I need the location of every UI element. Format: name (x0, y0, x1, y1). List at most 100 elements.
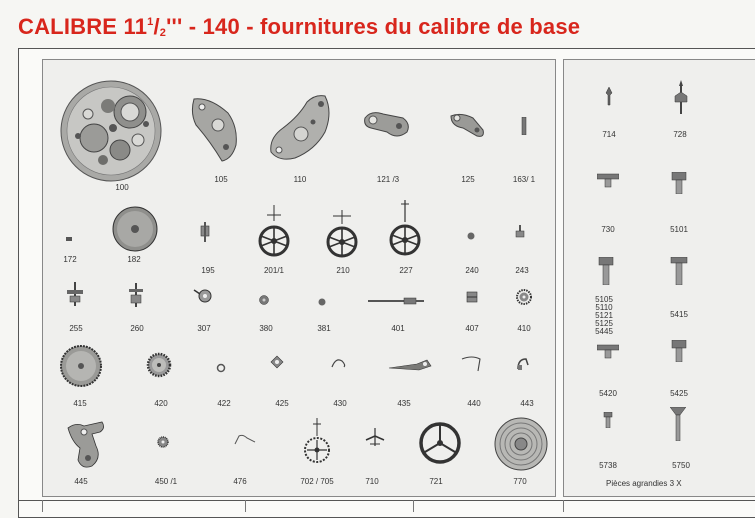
wheel-icon (325, 210, 359, 265)
part-number-163-1: 163/ 1 (512, 175, 536, 184)
screw-icon (596, 172, 620, 193)
screw-icon (670, 171, 688, 199)
part-number-243: 243 (515, 266, 529, 275)
spring-icon (516, 357, 530, 376)
part-number-227: 227 (399, 266, 413, 275)
part-number-255: 255 (69, 324, 83, 333)
part-number-172: 172 (63, 255, 77, 264)
part-number-415: 415 (73, 399, 87, 408)
lever-icon (387, 358, 433, 377)
part-number-105: 105 (214, 175, 228, 184)
part-number-702-705: 702 / 705 (300, 477, 334, 486)
part-number-410: 410 (517, 324, 531, 333)
movement-plate-icon (58, 78, 164, 189)
screw-icon (669, 256, 689, 290)
part-number-5415: 5415 (670, 310, 688, 319)
arbor-icon (199, 222, 211, 247)
wheel-pinion-icon (64, 282, 86, 311)
part-number-381: 381 (317, 324, 331, 333)
footer-divider (42, 500, 43, 512)
bridge-icon (188, 95, 240, 168)
screw-icon (596, 343, 620, 364)
spring-icon (460, 355, 484, 378)
part-number-195: 195 (201, 266, 215, 275)
wheel-icon (388, 200, 422, 263)
part-number-728: 728 (673, 130, 687, 139)
enlarged-parts-note: Pièces agrandies 3 X (606, 479, 682, 488)
stem-pin-icon (673, 80, 689, 119)
part-number-121-3: 121 /3 (376, 175, 400, 184)
ratchet-wheel-icon (59, 344, 103, 393)
part-number-721: 721 (429, 477, 443, 486)
part-number-5425: 5425 (670, 389, 688, 398)
pin-icon (605, 86, 613, 112)
spring-icon (233, 433, 257, 451)
stud-icon (515, 225, 525, 244)
part-number-435: 435 (397, 399, 411, 408)
setting-lever-icon (269, 354, 285, 375)
balance-wheel-icon (418, 421, 462, 470)
wheel-pinion-icon (125, 283, 147, 312)
part-number-110: 110 (293, 175, 307, 184)
part-number-380: 380 (259, 324, 273, 333)
page-title: CALIBRE 111/2''' - 140 - fournitures du … (18, 14, 581, 39)
part-number-425: 425 (275, 399, 289, 408)
screw-icon (597, 256, 615, 290)
jewel-icon (66, 228, 72, 246)
part-number-440: 440 (467, 399, 481, 408)
ring-icon (216, 360, 226, 378)
part-number-450-1: 450 /1 (154, 477, 178, 486)
stem-icon (368, 293, 424, 311)
footer-divider (18, 500, 755, 501)
spring-icon (330, 356, 348, 374)
part-number-420: 420 (154, 399, 168, 408)
part-number-260: 260 (130, 324, 144, 333)
part-number-401: 401 (391, 324, 405, 333)
pin-icon (521, 116, 527, 140)
part-number-5738: 5738 (599, 461, 617, 470)
barrel-icon (111, 205, 159, 258)
part-number-240: 240 (465, 266, 479, 275)
footer-divider (563, 500, 564, 512)
clutch-icon (466, 290, 478, 308)
mainspring-icon (493, 416, 549, 477)
part-number-125: 125 (461, 175, 475, 184)
pinion-icon (467, 227, 475, 245)
click-icon (192, 286, 214, 311)
screw-icon (670, 339, 688, 367)
pinion-icon (259, 292, 269, 310)
escape-wheel-icon (302, 418, 332, 471)
gear-icon (516, 289, 532, 310)
part-number-476: 476 (233, 477, 247, 486)
part-number-714: 714 (602, 130, 616, 139)
part-number-730: 730 (601, 225, 615, 234)
wheel-icon (257, 205, 291, 264)
part-number-5101: 5101 (670, 225, 688, 234)
footer-divider (413, 500, 414, 512)
enlarged-parts-panel (563, 59, 755, 497)
part-number-182: 182 (127, 255, 141, 264)
part-number-445: 445 (74, 477, 88, 486)
pallet-fork-icon (364, 428, 386, 453)
part-number-210: 210 (336, 266, 350, 275)
screw-icon (603, 411, 613, 433)
part-number-430: 430 (333, 399, 347, 408)
pinion-icon (318, 293, 326, 311)
footer-divider (245, 500, 246, 512)
bridge-icon (265, 92, 337, 167)
gear-icon (146, 352, 172, 383)
part-number-5750: 5750 (672, 461, 690, 470)
part-number-307: 307 (197, 324, 211, 333)
part-number-710: 710 (365, 477, 379, 486)
part-number-100: 100 (115, 183, 129, 192)
setting-lever-spring-icon (62, 418, 108, 475)
gear-icon (157, 435, 169, 453)
screw-icon (669, 406, 687, 446)
part-number-770: 770 (513, 477, 527, 486)
bridge-icon (363, 108, 411, 147)
part-number-5105-group: 5105 5110 5121 5125 5445 (595, 295, 613, 336)
part-number-443: 443 (520, 399, 534, 408)
part-number-407: 407 (465, 324, 479, 333)
part-number-5420: 5420 (599, 389, 617, 398)
part-number-422: 422 (217, 399, 231, 408)
